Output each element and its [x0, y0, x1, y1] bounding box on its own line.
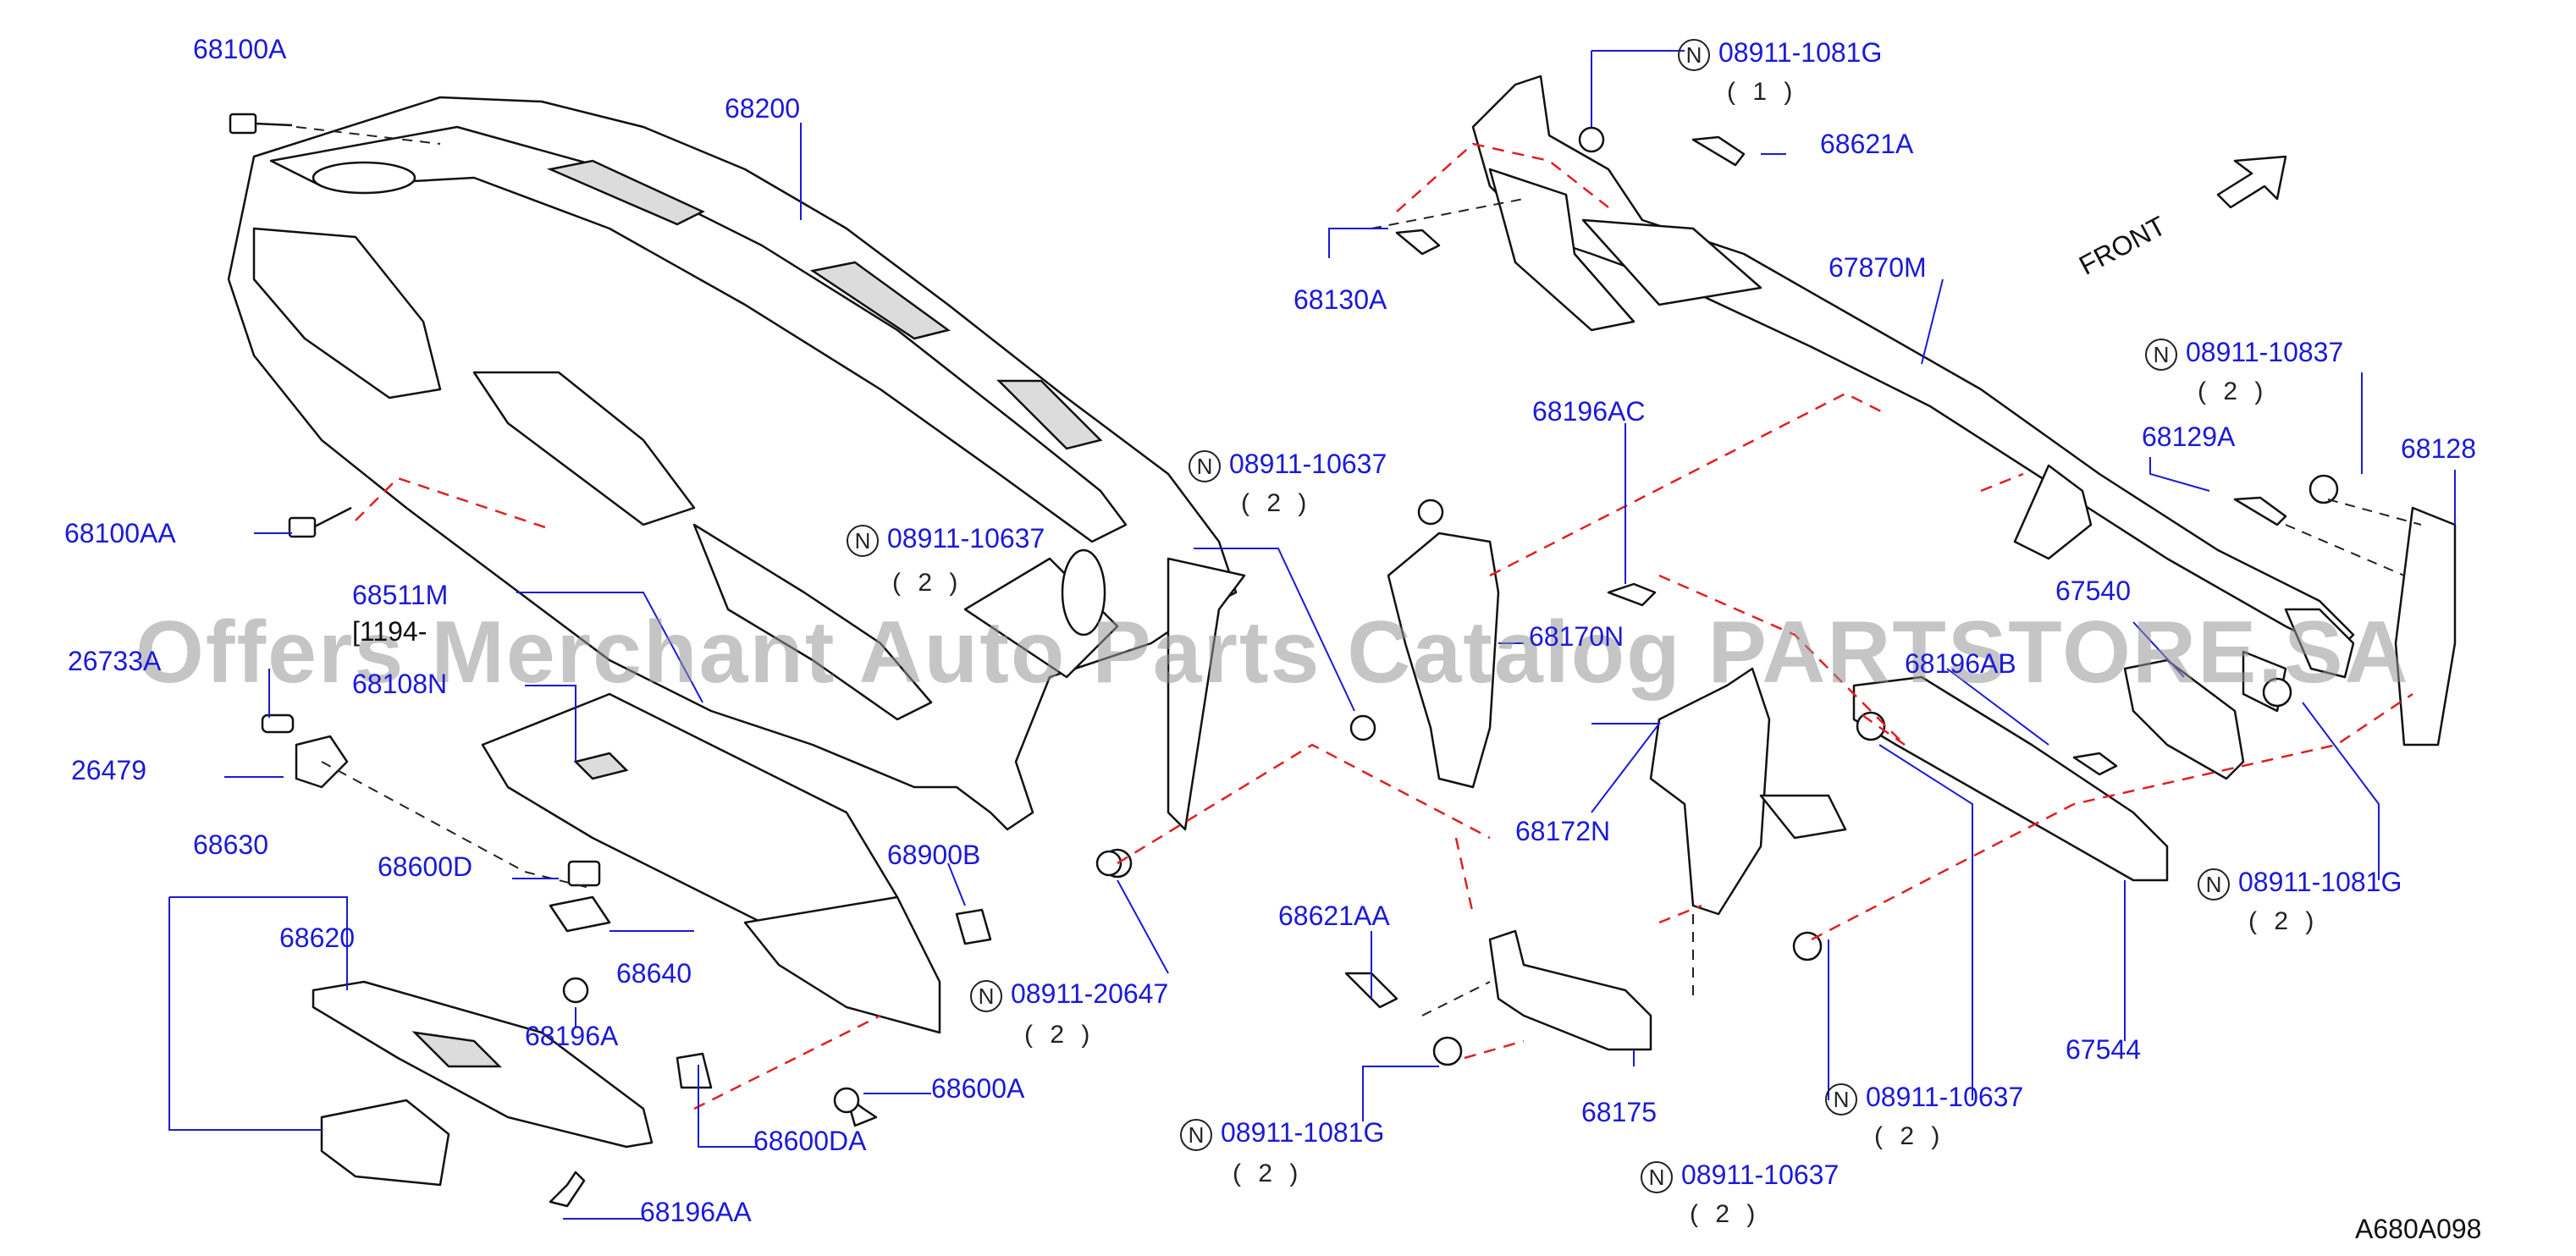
nut-label-08911-10637-a[interactable]: N 08911-10637	[847, 523, 1045, 557]
part-label-68200[interactable]: 68200	[725, 93, 800, 124]
bracket-68170N[interactable]	[1387, 532, 1500, 789]
nut-label-08911-20647[interactable]: N 08911-20647	[970, 978, 1168, 1012]
assembly-guide-lines	[355, 142, 2413, 1110]
nut-label-08911-1081G-b[interactable]: N 08911-1081G	[1180, 1117, 1384, 1151]
part-label-67540[interactable]: 67540	[2055, 576, 2131, 606]
part-label-68600A[interactable]: 68600A	[931, 1073, 1025, 1104]
nut-label-08911-10637-c[interactable]: N 08911-10637	[1641, 1160, 1839, 1193]
nut-part-number: 08911-1081G	[2238, 867, 2402, 897]
steering-member-67870M[interactable]	[1471, 74, 2355, 713]
nut-symbol-icon: N	[1641, 1160, 1673, 1193]
part-label-68900B[interactable]: 68900B	[887, 840, 981, 870]
nut-symbol-icon: N	[970, 979, 1002, 1012]
nut-label-08911-10637-b[interactable]: N 08911-10637	[1189, 449, 1387, 482]
part-label-68621AA[interactable]: 68621AA	[1278, 901, 1390, 931]
quantity-08911-1081G-c: ( 2 )	[2248, 907, 2320, 935]
black-guide-lines	[295, 126, 2422, 1016]
nut-label-08911-10637-d[interactable]: N 08911-10637	[1825, 1082, 2023, 1116]
bracket-68175[interactable]	[1488, 929, 1652, 1051]
part-label-68600DA[interactable]: 68600DA	[753, 1126, 867, 1156]
part-label-68100A[interactable]: 68100A	[193, 34, 287, 64]
part-label-68100AA[interactable]: 68100AA	[64, 518, 176, 548]
part-label-68196A[interactable]: 68196A	[525, 1021, 619, 1051]
quantity-08911-10637-a: ( 2 )	[892, 569, 963, 597]
part-label-68108N[interactable]: 68108N	[352, 669, 448, 699]
nut-symbol-icon: N	[1678, 38, 1710, 71]
quantity-08911-1081G-b: ( 2 )	[1233, 1160, 1304, 1187]
reinforcement-67544[interactable]	[1852, 675, 2169, 882]
diagram-id: A680A098	[2355, 1214, 2482, 1244]
nut-symbol-icon: N	[1189, 449, 1221, 482]
nut-symbol-icon: N	[847, 524, 879, 557]
label-leaders	[168, 50, 2456, 1220]
part-label-68128[interactable]: 68128	[2401, 433, 2476, 464]
nut-part-number: 08911-1081G	[1718, 37, 1883, 68]
part-label-68170N[interactable]: 68170N	[1529, 621, 1624, 652]
part-label-68630[interactable]: 68630	[193, 829, 268, 860]
part-label-68172N[interactable]: 68172N	[1515, 816, 1611, 846]
nut-label-08911-1081G-c[interactable]: N 08911-1081G	[2198, 867, 2402, 901]
part-label-68640[interactable]: 68640	[616, 958, 692, 989]
bracket-68128[interactable]	[2394, 506, 2457, 746]
bracket-68172N[interactable]	[1649, 667, 1847, 916]
nut-symbol-icon: N	[2198, 868, 2230, 901]
quantity-08911-1081G-a: ( 1 )	[1727, 78, 1798, 106]
lower-cover-68108N[interactable]	[481, 692, 941, 1034]
part-label-67544[interactable]: 67544	[2066, 1034, 2141, 1065]
part-label-26479[interactable]: 26479	[71, 755, 146, 785]
part-label-68620[interactable]: 68620	[279, 923, 355, 953]
nut-symbol-icon: N	[2145, 338, 2177, 371]
part-label-68621A[interactable]: 68621A	[1820, 129, 1914, 159]
part-label-68196AB[interactable]: 68196AB	[1905, 648, 2016, 679]
part-label-68130A[interactable]: 68130A	[1294, 284, 1387, 315]
part-label-68196AA[interactable]: 68196AA	[640, 1197, 752, 1227]
part-label-68600D[interactable]: 68600D	[378, 851, 473, 882]
instrument-panel-68200[interactable]	[227, 96, 1246, 831]
nut-part-number: 08911-10837	[2186, 337, 2344, 367]
nut-label-08911-1081G-a[interactable]: N 08911-1081G	[1678, 37, 1882, 71]
part-label-68129A[interactable]: 68129A	[2142, 421, 2236, 452]
quantity-08911-10637-c: ( 2 )	[1690, 1200, 1761, 1228]
nut-part-number: 08911-20647	[1011, 978, 1169, 1009]
part-label-68175[interactable]: 68175	[1581, 1097, 1657, 1127]
bracket-67540[interactable]	[2123, 658, 2245, 780]
glove-box-68620[interactable]	[312, 980, 654, 1187]
quantity-08911-10837: ( 2 )	[2198, 377, 2269, 405]
front-arrow-icon	[2216, 155, 2287, 209]
part-label-68511M[interactable]: 68511M	[352, 580, 449, 610]
nut-symbol-icon: N	[1825, 1082, 1857, 1116]
part-label-26733A[interactable]: 26733A	[68, 646, 162, 676]
nut-part-number: 08911-10637	[1866, 1082, 2024, 1112]
nut-part-number: 08911-10637	[1229, 449, 1387, 479]
quantity-08911-10637-b: ( 2 )	[1241, 489, 1312, 517]
quantity-08911-10637-d: ( 2 )	[1874, 1122, 1945, 1150]
nut-label-08911-10837[interactable]: N 08911-10837	[2145, 337, 2343, 371]
nut-symbol-icon: N	[1180, 1118, 1212, 1151]
nut-part-number: 08911-10637	[1681, 1160, 1840, 1190]
part-label-67870M[interactable]: 67870M	[1829, 252, 1927, 283]
part-label-68196AC[interactable]: 68196AC	[1532, 396, 1646, 427]
nut-part-number: 08911-1081G	[1221, 1117, 1385, 1148]
quantity-08911-20647: ( 2 )	[1024, 1021, 1095, 1049]
nut-part-number: 08911-10637	[887, 523, 1045, 554]
part-label-68511M-date: [1194-	[352, 616, 427, 647]
